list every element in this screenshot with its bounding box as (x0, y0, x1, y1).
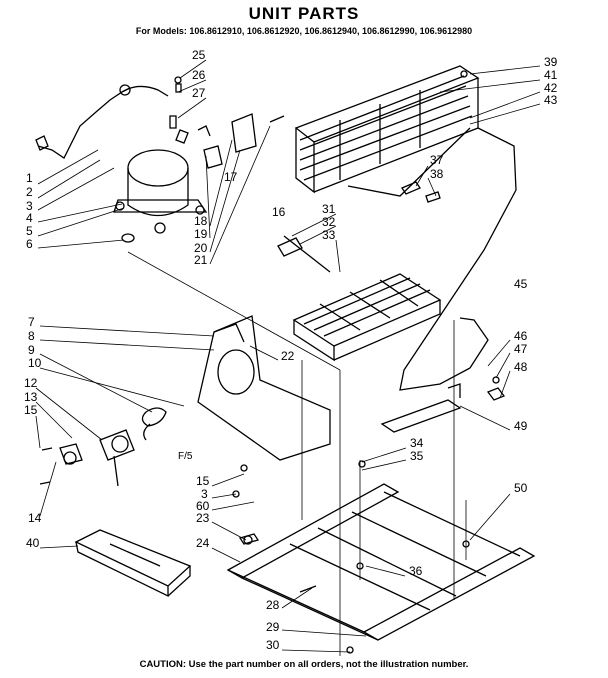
diagram-title: UNIT PARTS (248, 4, 360, 23)
callout-c45: 45 (514, 277, 528, 291)
callout-c36: 36 (409, 564, 423, 578)
callout-c32: 32 (322, 215, 336, 229)
compressor (113, 83, 208, 243)
callout-c15b: 15 (196, 474, 210, 488)
leader-lines (35, 59, 541, 653)
fan-motor (39, 407, 167, 487)
fan-shroud (197, 315, 331, 461)
callout-c15a: 15 (24, 403, 38, 417)
base-frame (226, 483, 536, 641)
model-list: For Models: 106.8612910, 106.8612920, 10… (135, 26, 473, 36)
callout-c22: 22 (281, 349, 295, 363)
callout-c8: 8 (28, 329, 35, 343)
callout-c40: 40 (26, 536, 40, 550)
callout-c5: 5 (26, 224, 33, 238)
callout-c46: 46 (514, 329, 528, 343)
callout-c27: 27 (192, 86, 206, 100)
callout-c14: 14 (28, 511, 42, 525)
guide-lines (127, 251, 467, 656)
callout-c33: 33 (322, 228, 336, 242)
callout-c34: 34 (410, 436, 424, 450)
callout-c49: 49 (514, 419, 528, 433)
callout-c28: 28 (266, 598, 280, 612)
callout-c18: 18 (194, 214, 208, 228)
callout-c43: 43 (544, 93, 558, 107)
callout-c16: 16 (272, 205, 286, 219)
drain-pan (74, 529, 192, 598)
callout-c1: 1 (26, 171, 33, 185)
callout-c9: 9 (28, 343, 35, 357)
callout-c42: 42 (544, 81, 558, 95)
callout-c21: 21 (194, 253, 208, 267)
caution-note: CAUTION: Use the part number on all orde… (139, 659, 469, 670)
callout-c7: 7 (28, 315, 35, 329)
callout-c29: 29 (266, 620, 280, 634)
callout-c37: 37 (430, 153, 444, 167)
callout-c25: 25 (192, 48, 206, 62)
callout-c12: 12 (24, 376, 38, 390)
callout-c41: 41 (544, 68, 558, 82)
callout-c31: 31 (322, 202, 336, 216)
callout-c10: 10 (28, 356, 42, 370)
callout-c19: 19 (194, 227, 208, 241)
callout-c3a: 3 (26, 199, 33, 213)
bracket (380, 383, 506, 433)
callout-c39: 39 (544, 55, 558, 69)
relay (197, 113, 285, 169)
callout-c23: 23 (196, 511, 210, 525)
screws (174, 70, 500, 654)
callout-c47: 47 (514, 342, 528, 356)
power-cord (35, 84, 169, 159)
callout-c6: 6 (26, 237, 33, 251)
callout-c30: 30 (266, 638, 280, 652)
callout-c20: 20 (194, 241, 208, 255)
callout-c50: 50 (514, 481, 528, 495)
callout-c2: 2 (26, 185, 33, 199)
condenser (294, 65, 480, 203)
scale-note: F/5 (178, 451, 193, 462)
callout-c60: 60 (196, 499, 210, 513)
callout-c38: 38 (430, 167, 444, 181)
callout-c17: 17 (224, 170, 238, 184)
callout-c4: 4 (26, 211, 33, 225)
callout-c26: 26 (192, 68, 206, 82)
callout-c13: 13 (24, 390, 38, 404)
discharge-tube (399, 127, 517, 391)
evaporator (277, 235, 442, 362)
callout-c48: 48 (514, 360, 528, 374)
callout-c3b: 3 (201, 487, 208, 501)
callout-c35: 35 (410, 449, 424, 463)
callout-c24: 24 (196, 536, 210, 550)
